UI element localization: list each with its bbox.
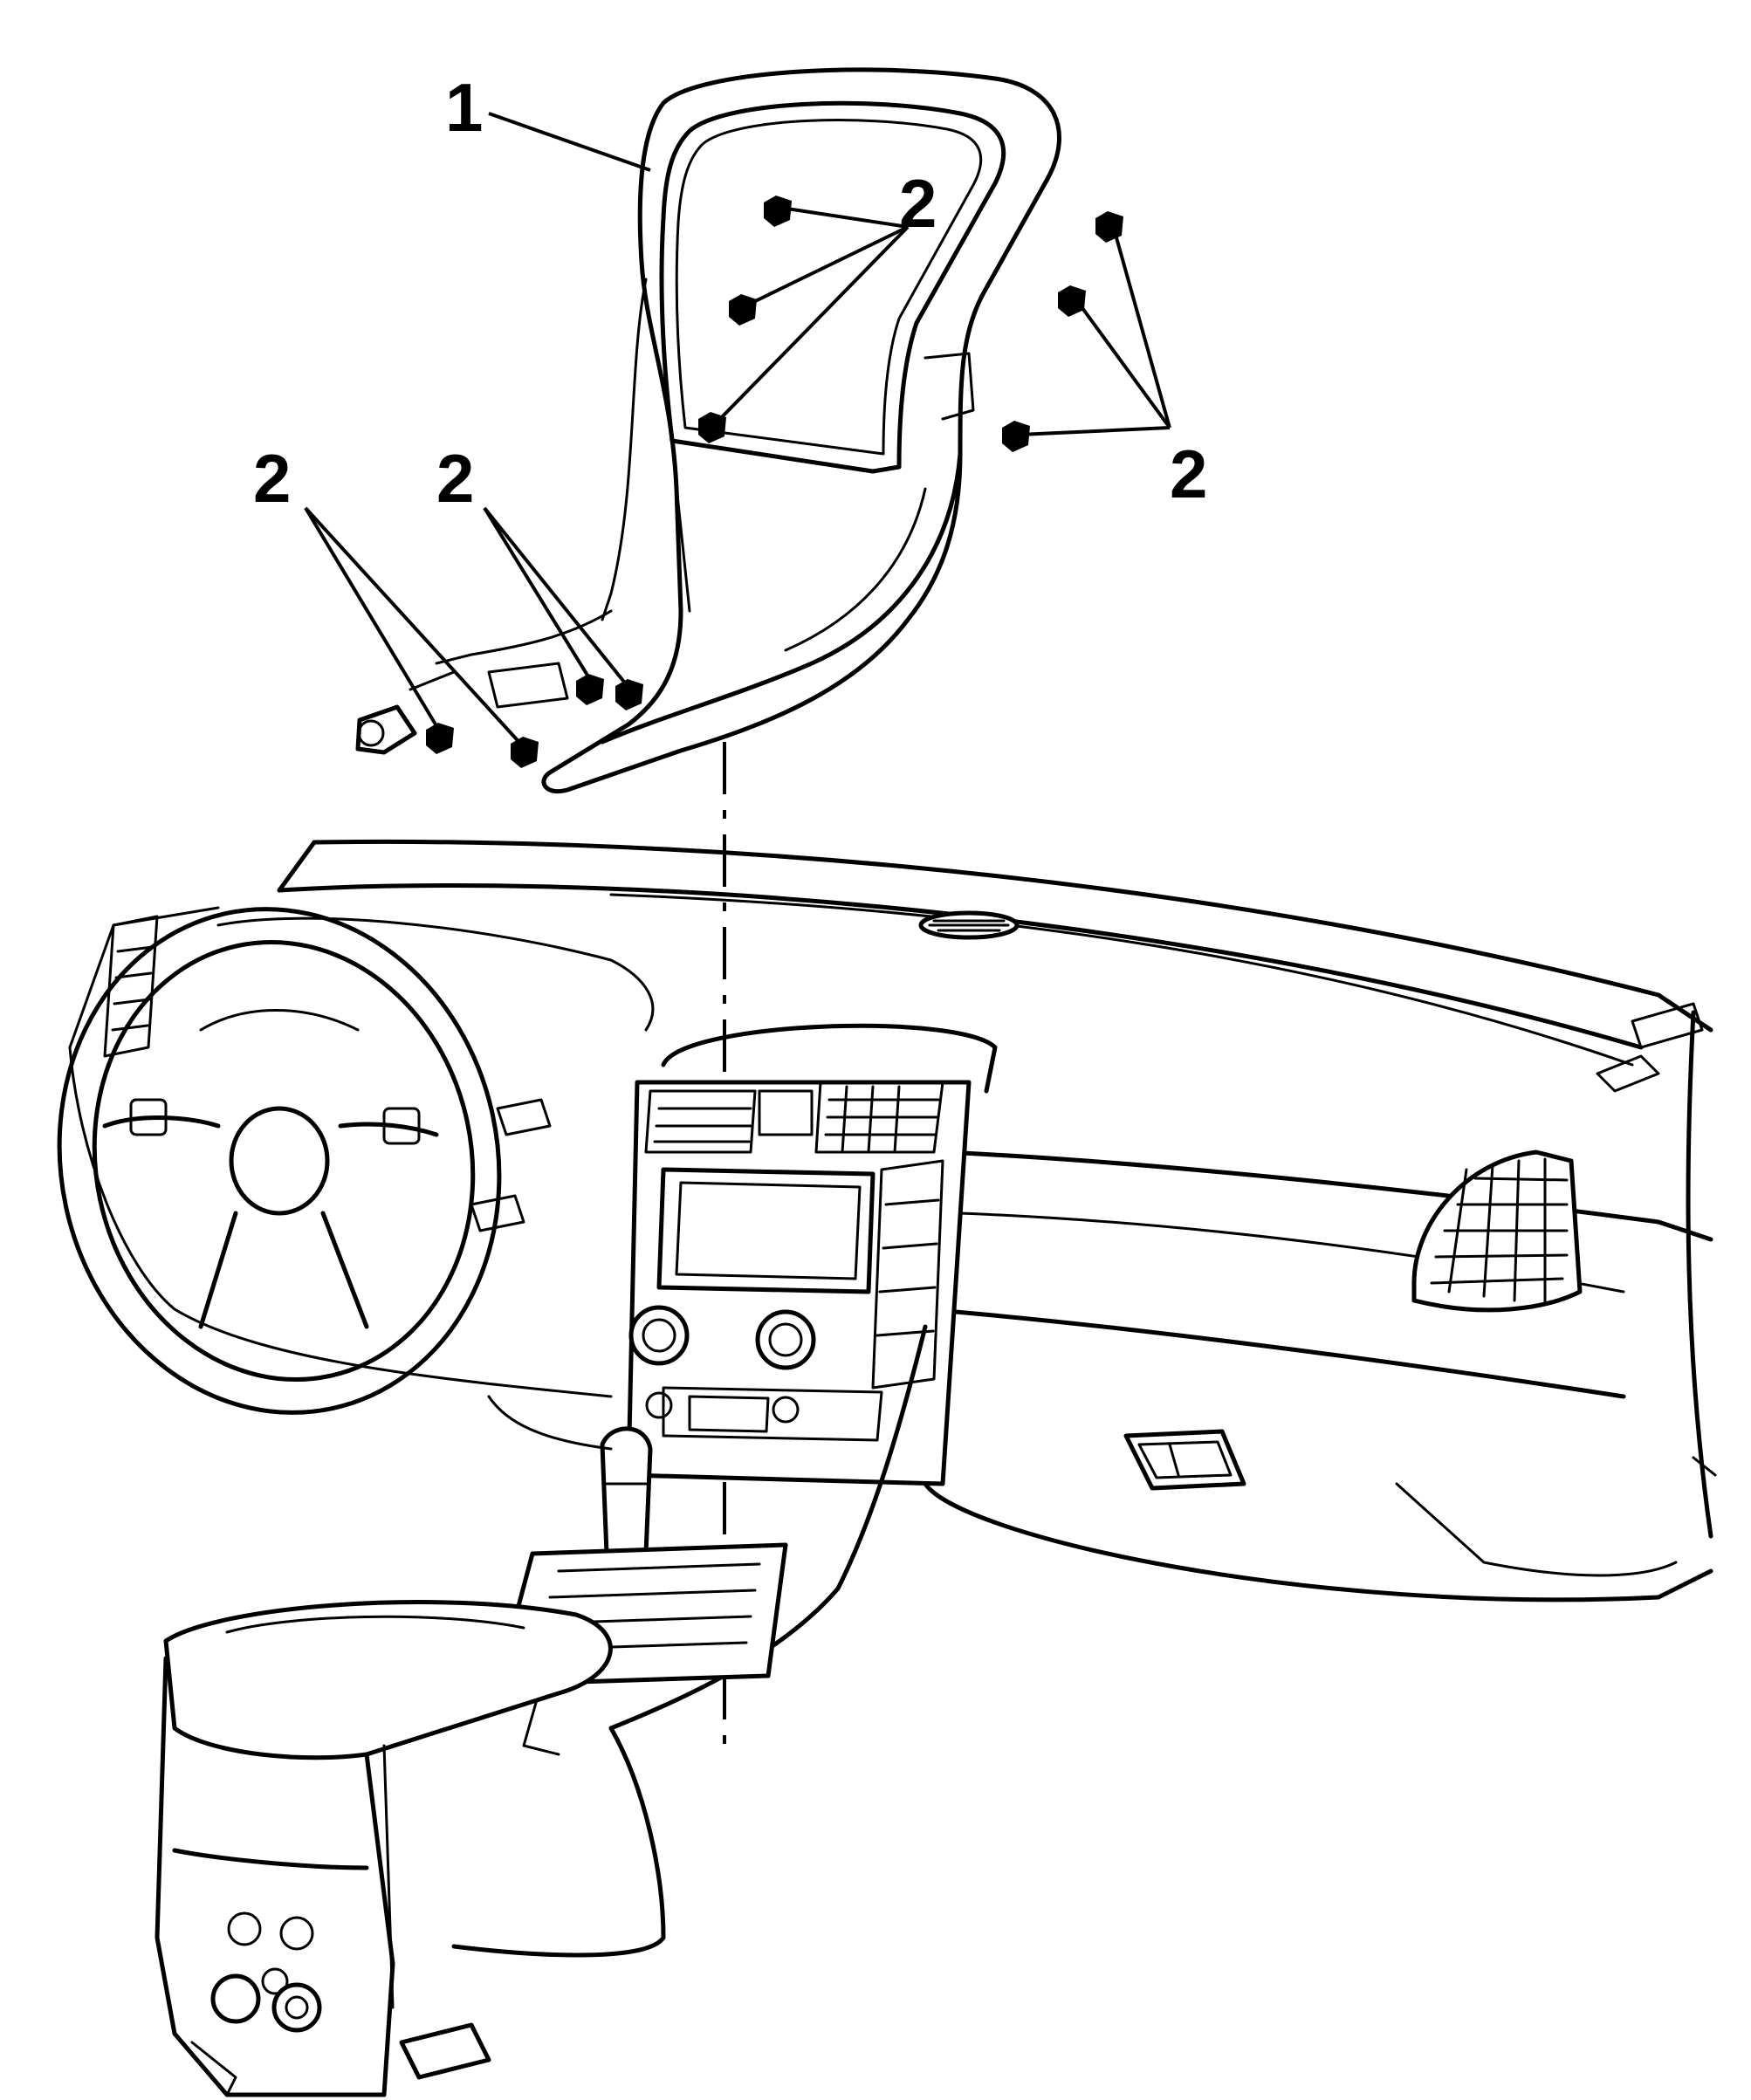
- lower-panel-edges: [68, 906, 613, 1451]
- callout-2-label-mid: 2: [436, 440, 474, 517]
- callout-labels: 1 2 2 2 2: [253, 69, 1207, 517]
- instrument-panel: [277, 839, 1717, 1602]
- callout-leaders: [304, 112, 1171, 749]
- callout-2-label-upper: 2: [899, 165, 937, 242]
- callout-2-label-right: 2: [1170, 436, 1207, 512]
- center-stack-trim-panel: [355, 67, 1061, 794]
- floor-console: [154, 1324, 928, 2097]
- center-stack: [626, 1023, 998, 1486]
- callout-2-label-left: 2: [253, 440, 291, 517]
- steering-wheel: [57, 907, 655, 1415]
- callout-1-label: 1: [445, 69, 483, 146]
- retainer-clips: [426, 196, 1123, 768]
